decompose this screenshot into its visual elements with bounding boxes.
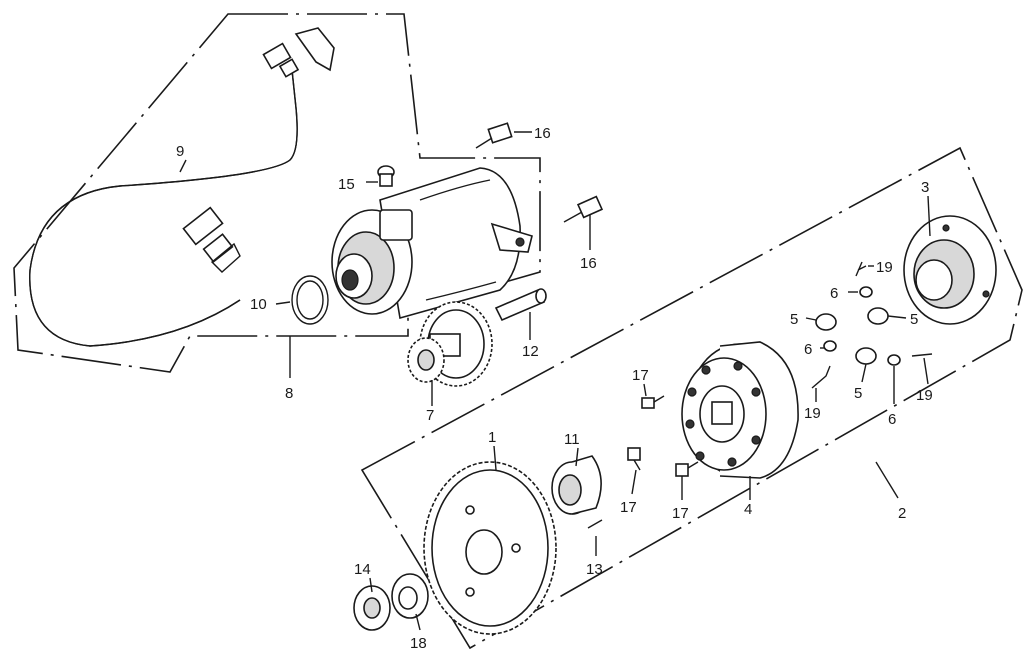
cap-6a — [859, 286, 873, 298]
callout-17-right: 17 — [672, 505, 689, 522]
callout-17-left: 17 — [620, 499, 637, 516]
washer-18 — [391, 573, 429, 619]
screw-17a — [641, 395, 665, 409]
spring-19b — [811, 365, 831, 389]
callout-19-top: 19 — [876, 259, 893, 276]
bolt-16-right — [563, 195, 604, 223]
driven-gear-1 — [423, 461, 557, 635]
callout-12: 12 — [522, 343, 539, 360]
plate-3 — [903, 215, 997, 325]
shaft-12 — [494, 288, 547, 322]
cap-6c — [887, 354, 901, 366]
roller-5a — [815, 313, 837, 331]
callout-1: 1 — [488, 429, 496, 446]
callout-19-right: 19 — [916, 387, 933, 404]
bolt-15 — [377, 165, 395, 187]
callout-5-right: 5 — [910, 311, 918, 328]
starter-motor — [331, 167, 533, 320]
starter-group-boundary — [13, 13, 541, 373]
cap-6b — [823, 340, 837, 352]
roller-5b — [867, 307, 889, 325]
callout-13: 13 — [586, 561, 603, 578]
callout-10: 10 — [250, 296, 267, 313]
nut-14 — [353, 585, 391, 631]
callout-5-mid: 5 — [854, 385, 862, 402]
callout-4: 4 — [744, 501, 752, 518]
callout-6-bottom: 6 — [888, 411, 896, 428]
callout-18: 18 — [410, 635, 427, 652]
leader-lines — [179, 131, 931, 631]
callout-8: 8 — [285, 385, 293, 402]
callout-3: 3 — [921, 179, 929, 196]
callout-16-right: 16 — [580, 255, 597, 272]
screw-17c — [675, 461, 699, 477]
starter-cable — [29, 27, 335, 347]
callout-5-left: 5 — [790, 311, 798, 328]
spring-19c — [911, 353, 933, 357]
bolt-16-top — [475, 122, 513, 149]
clutch-group-boundary — [360, 146, 1023, 650]
callout-19-mid: 19 — [804, 405, 821, 422]
callout-2: 2 — [898, 505, 906, 522]
roller-5c — [855, 347, 877, 365]
callout-16-top: 16 — [534, 125, 551, 142]
needle-bearing-11 — [551, 455, 602, 515]
callout-6-mid: 6 — [804, 341, 812, 358]
screw-17b — [627, 447, 641, 471]
callout-11: 11 — [564, 431, 580, 448]
callout-9: 9 — [176, 143, 184, 160]
callout-17-top: 17 — [632, 367, 649, 384]
callout-6-top: 6 — [830, 285, 838, 302]
clutch-housing-4 — [681, 341, 799, 479]
callout-15: 15 — [338, 176, 355, 193]
spring-19a — [855, 261, 867, 277]
callout-7: 7 — [426, 407, 434, 424]
key-13 — [587, 519, 603, 529]
callout-14: 14 — [354, 561, 371, 578]
reduction-gear-7 — [407, 301, 493, 387]
o-ring-10 — [291, 275, 329, 325]
